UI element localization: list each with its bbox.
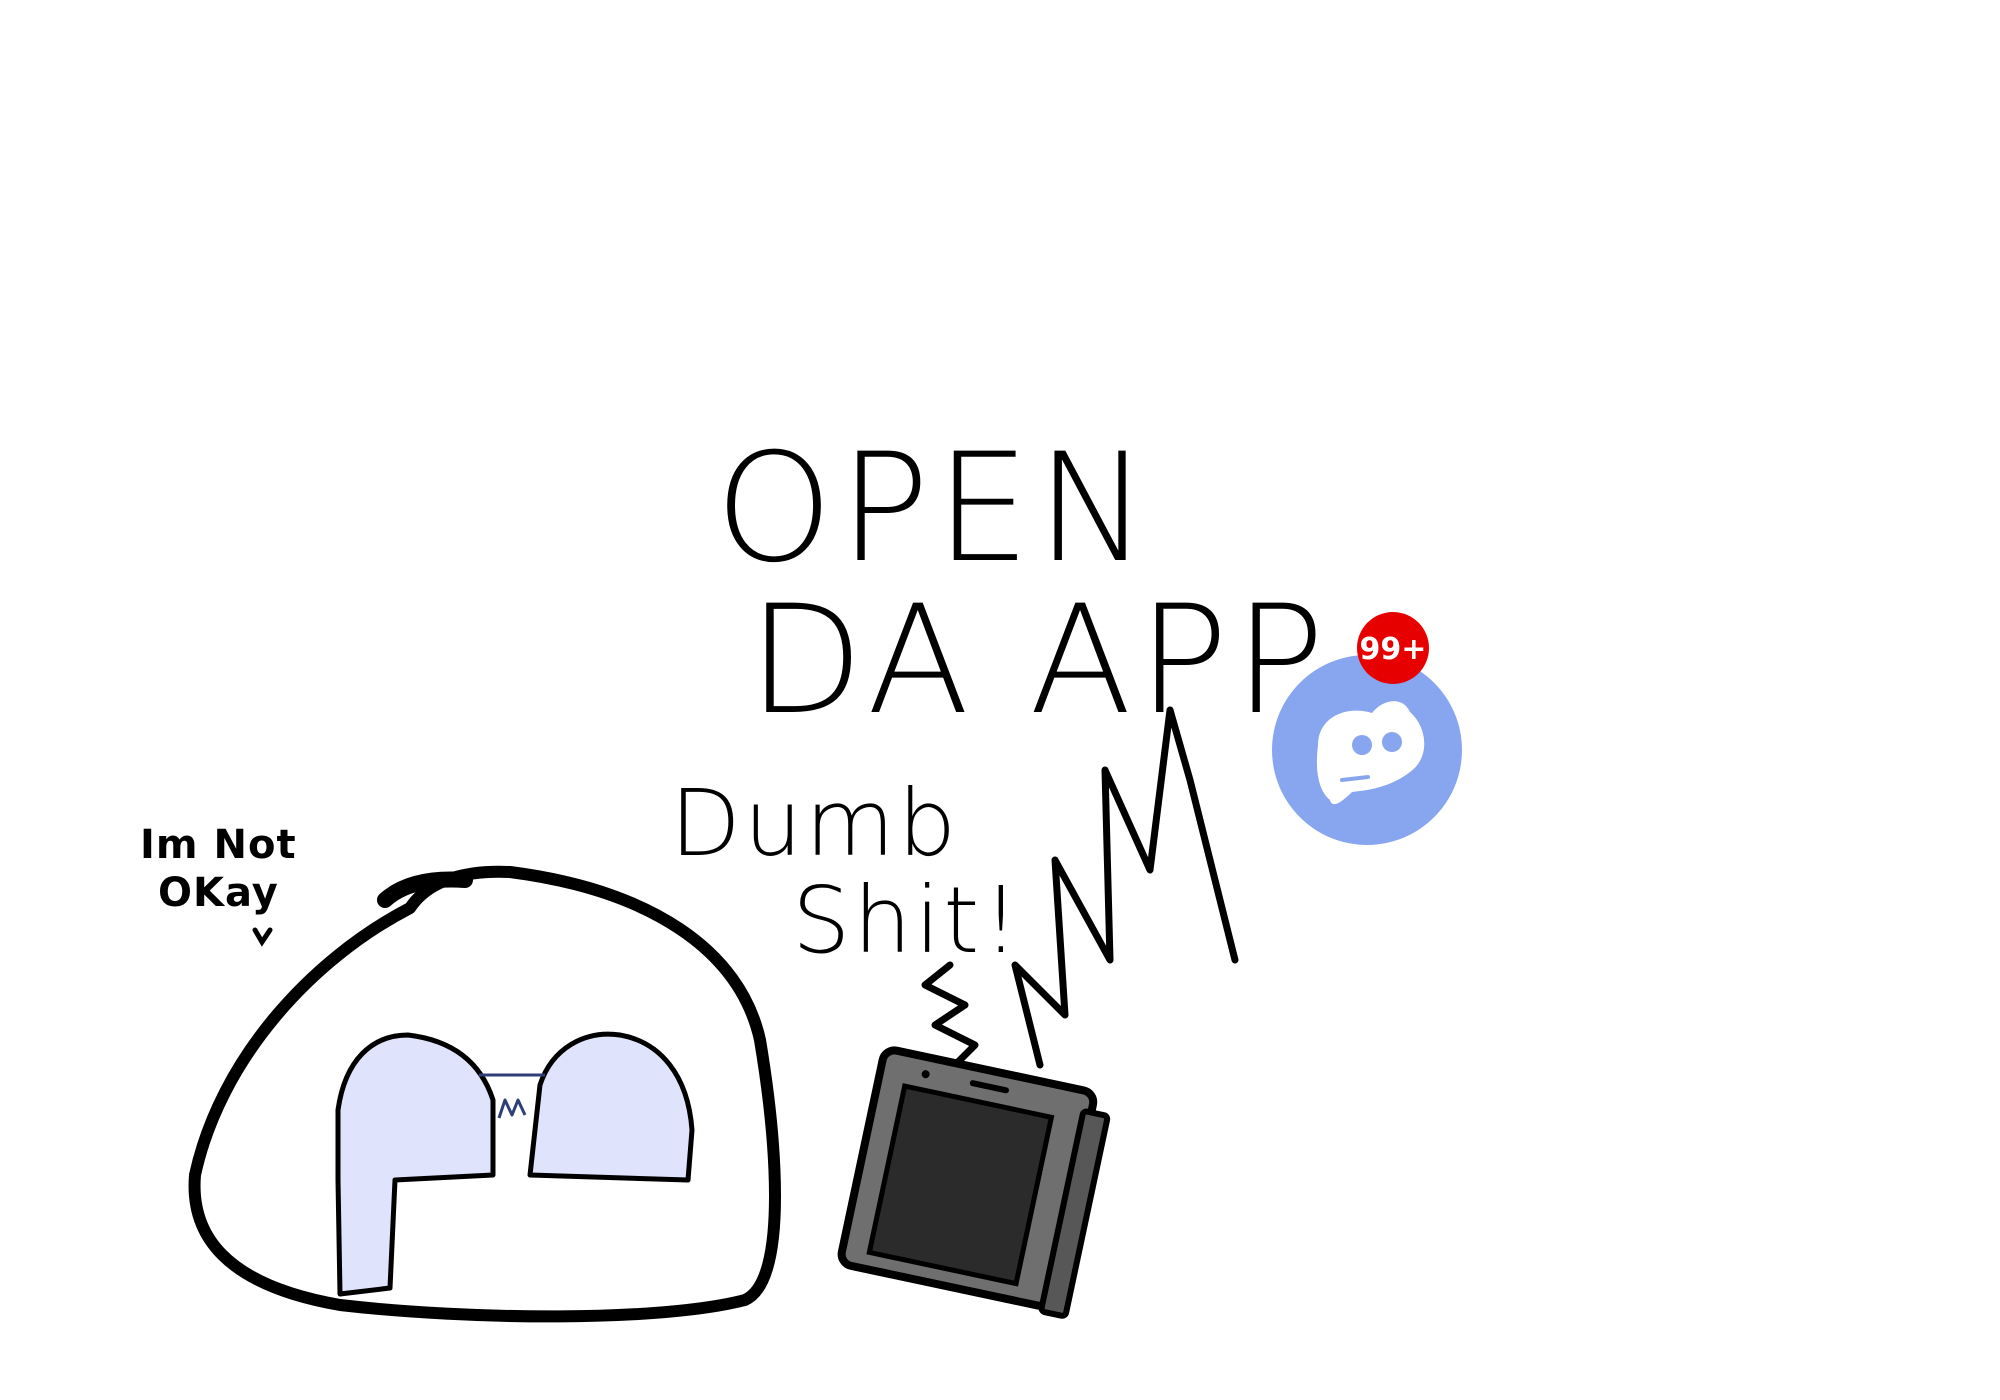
app-glyph-line bbox=[1340, 775, 1370, 782]
speech-bubble-group: Im Not OKay bbox=[140, 822, 297, 947]
phone-speaker bbox=[969, 1080, 1010, 1094]
phone-icon bbox=[837, 1046, 1111, 1319]
vibration-small bbox=[921, 961, 979, 1074]
vibration-lines bbox=[921, 706, 1239, 1074]
left-eye bbox=[335, 1032, 496, 1297]
app-glyph-eye-left bbox=[1352, 735, 1372, 755]
insult-line-2: Shit! bbox=[792, 867, 1022, 974]
phone-side bbox=[1038, 1108, 1111, 1319]
phone-camera bbox=[921, 1070, 930, 1079]
phone-screen bbox=[866, 1083, 1055, 1287]
character bbox=[188, 865, 781, 1323]
notification-badge bbox=[1357, 612, 1429, 684]
insult-line-1: Dumb bbox=[670, 770, 959, 877]
speech-line-2: OKay bbox=[158, 870, 279, 916]
notification-count: 99+ bbox=[1360, 632, 1427, 667]
shout-line-2: DA APP bbox=[748, 574, 1331, 748]
chat-app-icon: 99+ bbox=[1272, 612, 1462, 845]
shout-line-1: OPEN bbox=[715, 422, 1155, 596]
right-eye bbox=[527, 1031, 695, 1183]
glasses-bridge-zigzag bbox=[497, 1098, 527, 1119]
speech-pointer bbox=[252, 927, 273, 947]
character-head-bump bbox=[377, 871, 473, 908]
app-glyph-eye-right bbox=[1382, 732, 1402, 752]
vibration-large bbox=[1011, 706, 1239, 1069]
speech-line-1: Im Not bbox=[140, 822, 297, 868]
shout-text-group: OPEN DA APP Dumb Shit! bbox=[670, 422, 1331, 974]
